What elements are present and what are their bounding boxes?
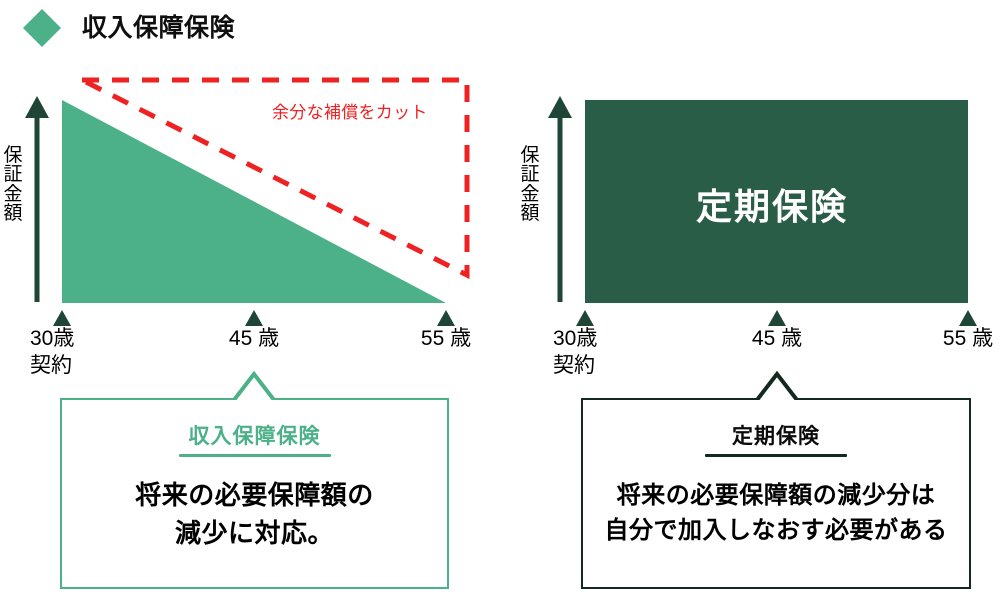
right-callout-underline	[705, 454, 847, 457]
right-tick-label-45: 45 歳	[751, 327, 803, 350]
header: 収入保障保険	[0, 0, 1000, 58]
left-tick-label-30: 30歳 契約	[30, 327, 75, 377]
x-axis-ticks	[53, 310, 455, 326]
right-y-axis-label: 保証 金額	[520, 145, 540, 225]
diamond-icon	[23, 9, 61, 47]
excess-coverage-cut-label: 余分な補償をカット	[272, 103, 428, 122]
left-tick-label-45: 45 歳	[228, 327, 280, 350]
right-tick-label-30: 30歳 契約	[553, 327, 598, 377]
right-callout-text: 将来の必要保障額の減少分は 自分で加入しなおす必要がある	[604, 482, 948, 544]
left-callout-underline	[178, 454, 331, 457]
left-tick-label-55: 55 歳	[420, 327, 472, 350]
income-protection-area	[62, 100, 446, 303]
x-axis-ticks	[576, 310, 977, 326]
term-insurance-area	[585, 100, 968, 303]
y-axis-arrow	[548, 96, 572, 302]
left-chart	[25, 77, 470, 326]
page-title: 収入保障保険	[82, 14, 236, 42]
left-callout-text: 将来の必要保障額の 減少に対応。	[135, 480, 374, 548]
right-tick-label-55: 55 歳	[942, 327, 994, 350]
right-callout-heading: 定期保険	[732, 425, 820, 448]
right-callout: 定期保険 将来の必要保障額の減少分は 自分で加入しなおす必要がある	[583, 400, 969, 587]
right-callout-body: 定期保険 将来の必要保障額の減少分は 自分で加入しなおす必要がある	[583, 400, 969, 587]
panel-term-insurance: 保証 金額 定期保険 30歳 契約 45 歳 55 歳 定期保険 将来の必要保障…	[500, 0, 1000, 592]
left-callout: 収入保障保険 将来の必要保障額の 減少に対応。	[62, 400, 447, 587]
excess-coverage-cut-outline	[80, 77, 470, 280]
term-insurance-block-label: 定期保険	[696, 186, 849, 227]
panel-income-protection: 保証 金額 余分な補償をカット 30歳 契約 45 歳 55 歳 収入保障保険 …	[3, 77, 472, 589]
left-y-axis-label: 保証 金額	[3, 145, 23, 225]
right-chart	[548, 96, 977, 326]
y-axis-arrow	[25, 96, 49, 302]
left-callout-heading: 収入保障保険	[188, 425, 321, 448]
left-callout-body: 収入保障保険 将来の必要保障額の 減少に対応。	[62, 400, 447, 587]
